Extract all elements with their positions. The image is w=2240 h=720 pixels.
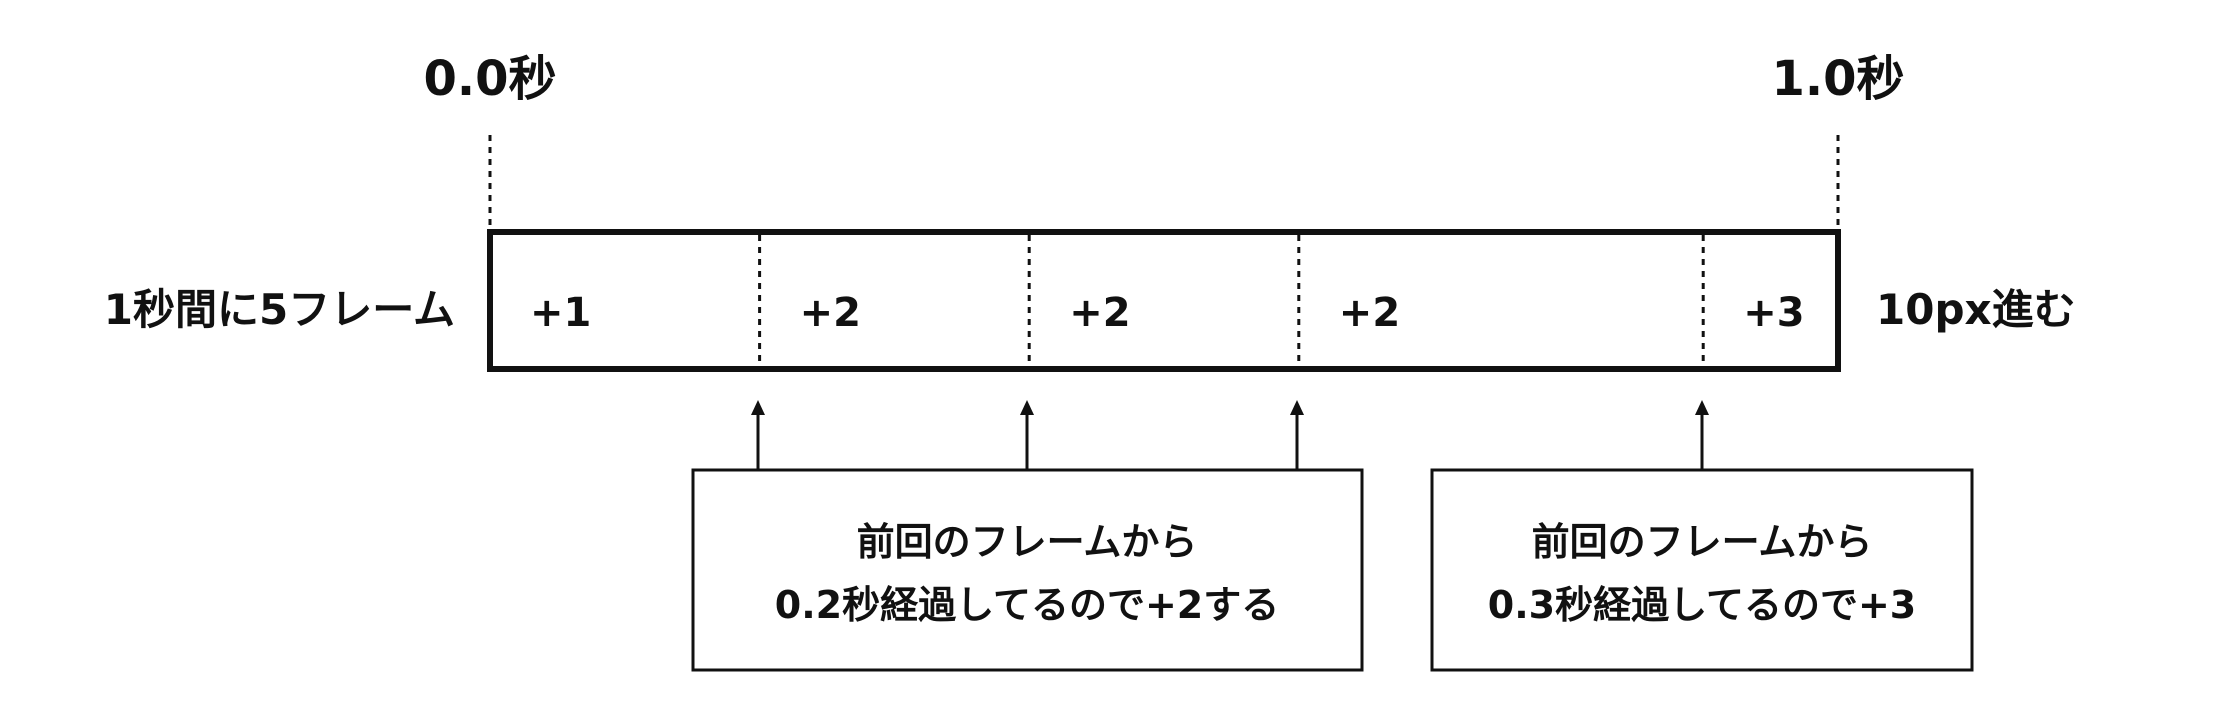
- timeline-segments: +1 +2 +2 +2 +3: [530, 235, 1805, 366]
- arrow-head: [1695, 400, 1709, 415]
- segment-label: +1: [530, 290, 591, 336]
- callout-box-frame: [691, 468, 1364, 672]
- callout-line-1: 前回のフレームから: [1532, 520, 1873, 564]
- arrow-head: [751, 400, 765, 415]
- segment-label: +2: [1339, 290, 1400, 336]
- arrows: [751, 400, 1709, 470]
- start-time-label: 0.0秒: [423, 51, 556, 107]
- segment-label: +2: [800, 290, 861, 336]
- callout-box-1: 前回のフレームから 0.2秒経過してるので+2する: [691, 468, 1364, 672]
- segment-label: +2: [1069, 290, 1130, 336]
- callout-line-1: 前回のフレームから: [857, 520, 1198, 564]
- timeline-bar: [487, 229, 1841, 372]
- callout-box-2: 前回のフレームから 0.3秒経過してるので+3: [1430, 468, 1974, 672]
- frame-rate-label: 1秒間に5フレーム: [104, 285, 455, 334]
- arrow-head: [1020, 400, 1034, 415]
- arrow-head: [1290, 400, 1304, 415]
- end-time-label: 1.0秒: [1771, 51, 1904, 107]
- callout-line-2: 0.3秒経過してるので+3: [1488, 583, 1916, 627]
- callout-box-frame: [1430, 468, 1974, 672]
- callout-line-2: 0.2秒経過してるので+2する: [775, 583, 1279, 627]
- distance-label: 10px進む: [1876, 285, 2076, 334]
- segment-label: +3: [1743, 290, 1804, 336]
